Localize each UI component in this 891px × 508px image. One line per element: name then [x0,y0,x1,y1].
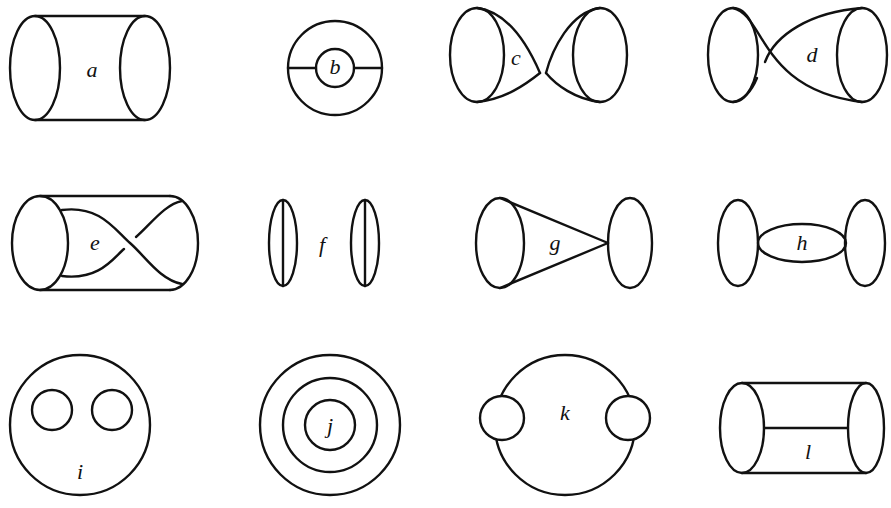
joined-discs [718,200,885,286]
twisted-cylinder [12,196,198,290]
figure-letter: k [560,402,570,424]
crossed-surface [708,8,887,102]
figure-letter: a [87,59,98,81]
figure-letter: c [511,47,521,69]
figure-letter: e [90,232,100,254]
figure-letter: b [330,56,341,78]
figure-letter: j [327,415,333,437]
two-discs [269,200,379,286]
figure-letter: g [550,232,561,254]
cone [476,198,652,288]
figure-letter: h [797,232,808,254]
figure-letter: l [805,441,811,463]
pair-of-pants [10,355,150,495]
annulus [288,21,382,115]
cylinder [10,16,170,120]
disc-with-notches [480,355,650,495]
figure-letter: d [807,44,818,66]
concentric-circles [260,355,400,495]
figure-letter: f [319,234,325,256]
pinched-cylinder [450,8,627,102]
cylinder-with-arc [720,383,884,473]
figure-letter: i [77,461,83,483]
